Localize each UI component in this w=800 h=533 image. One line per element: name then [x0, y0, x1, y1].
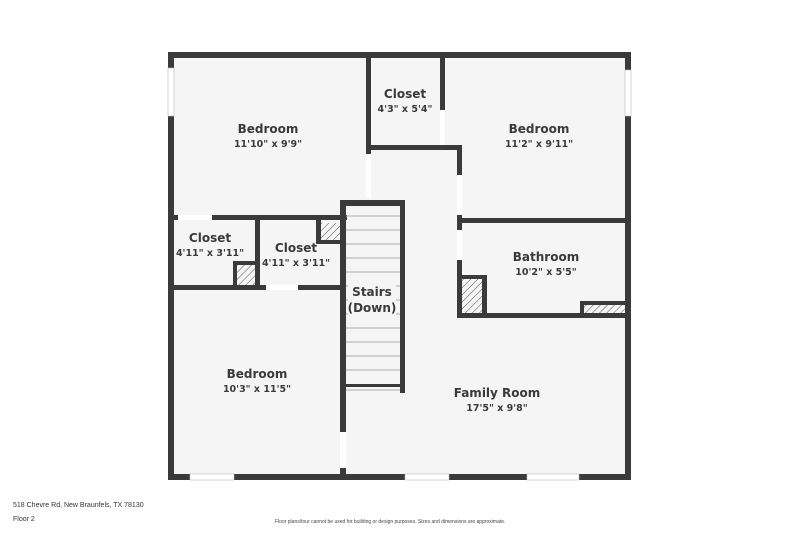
room-name: Closet [275, 241, 317, 255]
room-name: Closet [384, 87, 426, 101]
room-dims: 17'5" x 9'8" [466, 403, 528, 414]
floor-label: Floor 2 [13, 516, 35, 523]
room-dims: 4'3" x 5'4" [378, 104, 433, 115]
room-name: Bedroom [227, 367, 288, 381]
room-dims: 11'2" x 9'11" [505, 139, 573, 150]
property-address: 518 Chevre Rd, New Braunfels, TX 78130 [13, 502, 144, 509]
room-name: Bathroom [513, 250, 579, 264]
windows [167, 67, 632, 481]
room-name: Bedroom [238, 122, 299, 136]
room-dims: 10'3" x 11'5" [223, 384, 291, 395]
room-dims: 11'10" x 9'9" [234, 139, 302, 150]
disclaimer: Floor plans/tour cannot be used for buil… [275, 519, 506, 525]
room-dims: 4'11" x 3'11" [262, 258, 330, 269]
room-name: (Down) [348, 301, 397, 315]
room-name: Stairs [352, 285, 392, 299]
room-name: Closet [189, 231, 231, 245]
room-name: Bedroom [509, 122, 570, 136]
shaft-hatch [584, 305, 625, 313]
room-dims: 10'2" x 5'5" [515, 267, 577, 278]
room-dims: 4'11" x 3'11" [176, 248, 244, 259]
shaft-hatch [237, 265, 255, 285]
walls [168, 52, 631, 480]
shaft-hatch [462, 279, 482, 313]
room-name: Family Room [454, 386, 541, 400]
shaft-hatch [321, 223, 340, 240]
door-openings [178, 110, 462, 468]
